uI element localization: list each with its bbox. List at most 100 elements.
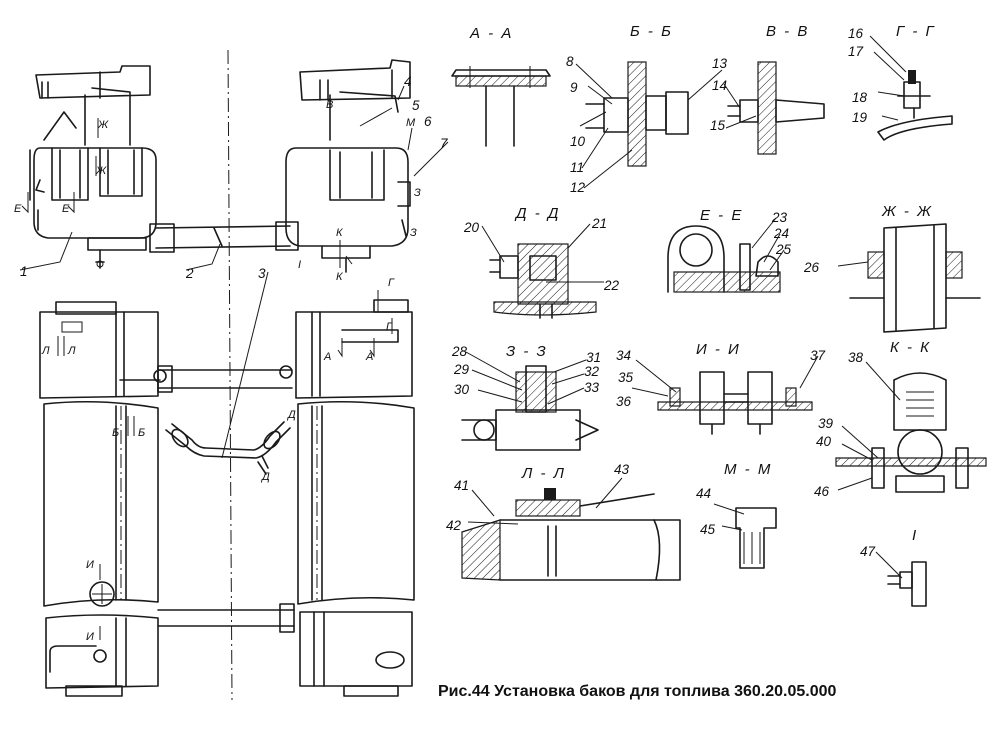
- plan-view-right-tanks: [279, 299, 415, 697]
- cut-mark: Д: [286, 409, 296, 421]
- section-title-view-i: I: [912, 527, 918, 544]
- callout-4: 4: [404, 74, 412, 89]
- callout-14: 14: [712, 78, 727, 93]
- callout-29: 29: [453, 362, 470, 377]
- cut-mark: Б: [138, 427, 145, 439]
- section-arrows: [21, 118, 393, 640]
- callout-17: 17: [848, 44, 864, 59]
- cut-mark: К: [336, 227, 343, 239]
- cut-mark: З: [410, 227, 417, 239]
- cut-mark: Ж: [97, 119, 109, 131]
- callout-43: 43: [614, 462, 630, 477]
- callout-41: 41: [454, 478, 469, 493]
- callout-10: 10: [570, 134, 586, 149]
- callout-46: 46: [814, 484, 830, 499]
- plan-view-pipes: [157, 365, 295, 633]
- plan-view-left-tanks: [39, 301, 167, 697]
- section-gg-drawing: [877, 70, 953, 141]
- cut-mark: А: [323, 351, 331, 363]
- section-titles: А - А Б - Б В - В Г - Г Д - Д Е - Е Ж - …: [469, 23, 936, 544]
- callout-42: 42: [446, 518, 462, 533]
- cut-mark: К: [336, 271, 343, 283]
- section-kk-drawing: [835, 372, 987, 493]
- section-ii-drawing: [657, 371, 813, 435]
- cut-mark: З: [414, 187, 421, 199]
- callout-18: 18: [852, 90, 868, 105]
- callout-34: 34: [616, 348, 631, 363]
- cut-mark: В: [326, 99, 333, 111]
- callout-22: 22: [603, 278, 620, 293]
- section-title-bb: Б - Б: [630, 23, 673, 40]
- callout-6: 6: [424, 114, 432, 129]
- callout-44: 44: [696, 486, 711, 501]
- section-ll-drawing: [461, 488, 681, 581]
- front-view-pipe: [149, 221, 299, 253]
- section-bb-drawing: [585, 61, 689, 167]
- callout-36: 36: [616, 394, 632, 409]
- cut-mark: I: [298, 259, 301, 271]
- front-view-left-tank: [29, 65, 157, 269]
- cut-mark: И: [86, 631, 94, 643]
- cut-mark: Е: [14, 203, 22, 215]
- section-title-zhzh: Ж - Ж: [881, 203, 933, 220]
- callout-26: 26: [803, 260, 820, 275]
- callout-9: 9: [570, 80, 578, 95]
- section-vv-drawing: [727, 61, 825, 155]
- callout-13: 13: [712, 56, 728, 71]
- callout-35: 35: [618, 370, 634, 385]
- callout-16: 16: [848, 26, 864, 41]
- section-title-dd: Д - Д: [514, 205, 560, 222]
- section-title-mm: М - М: [724, 461, 772, 478]
- callout-8: 8: [566, 54, 574, 69]
- callout-numbers: 1 2 3 4 5 6 7 8 9 10 11 12 13 14 15 16 1…: [20, 26, 876, 559]
- section-title-ee: Е - Е: [700, 207, 743, 224]
- section-title-kk: К - К: [890, 339, 931, 356]
- cut-mark: Л: [41, 345, 50, 357]
- callout-1: 1: [20, 264, 28, 279]
- callout-38: 38: [848, 350, 864, 365]
- callout-37: 37: [810, 348, 826, 363]
- figure-caption: Рис.44 Установка баков для топлива 360.2…: [438, 683, 837, 700]
- callout-31: 31: [586, 350, 601, 365]
- callout-15: 15: [710, 118, 726, 133]
- view-i-drawing: [887, 561, 927, 607]
- callout-47: 47: [860, 544, 876, 559]
- section-title-ii: И - И: [696, 341, 741, 358]
- cut-mark: А: [365, 351, 373, 363]
- section-dd-drawing: [489, 243, 597, 319]
- callout-11: 11: [570, 160, 584, 175]
- section-title-ll: Л - Л: [521, 465, 566, 482]
- callout-20: 20: [463, 220, 480, 235]
- callout-45: 45: [700, 522, 716, 537]
- cut-mark: Ж: [95, 165, 107, 177]
- callout-40: 40: [816, 434, 832, 449]
- callout-2: 2: [185, 266, 194, 281]
- callout-32: 32: [584, 364, 600, 379]
- section-title-gg: Г - Г: [896, 23, 936, 40]
- callout-7: 7: [440, 136, 448, 151]
- callout-33: 33: [584, 380, 600, 395]
- callout-30: 30: [454, 382, 470, 397]
- callout-3: 3: [258, 266, 266, 281]
- section-title-aa: А - А: [469, 25, 513, 42]
- cut-mark: Б: [112, 427, 119, 439]
- section-title-zz: З - З: [506, 343, 548, 360]
- callout-21: 21: [591, 216, 607, 231]
- cut-mark: И: [86, 559, 94, 571]
- section-title-vv: В - В: [766, 23, 809, 40]
- callout-39: 39: [818, 416, 834, 431]
- cut-mark: Г: [386, 321, 393, 333]
- callout-24: 24: [773, 226, 789, 241]
- callout-28: 28: [451, 344, 468, 359]
- callout-25: 25: [775, 242, 792, 257]
- leader-lines: [19, 35, 907, 579]
- cut-mark: Л: [67, 345, 76, 357]
- section-zhzh-drawing: [849, 223, 981, 333]
- cut-mark: М: [406, 117, 416, 129]
- callout-5: 5: [412, 98, 420, 113]
- section-cut-marks: А А Б Б В Е Е Ж Ж Г Г Д Д И И К К Л Л М …: [14, 99, 421, 643]
- front-view-right-tank: [285, 59, 411, 273]
- cut-mark: Д: [260, 471, 270, 483]
- section-mm-drawing: [735, 507, 777, 569]
- center-axis-line: [227, 49, 233, 701]
